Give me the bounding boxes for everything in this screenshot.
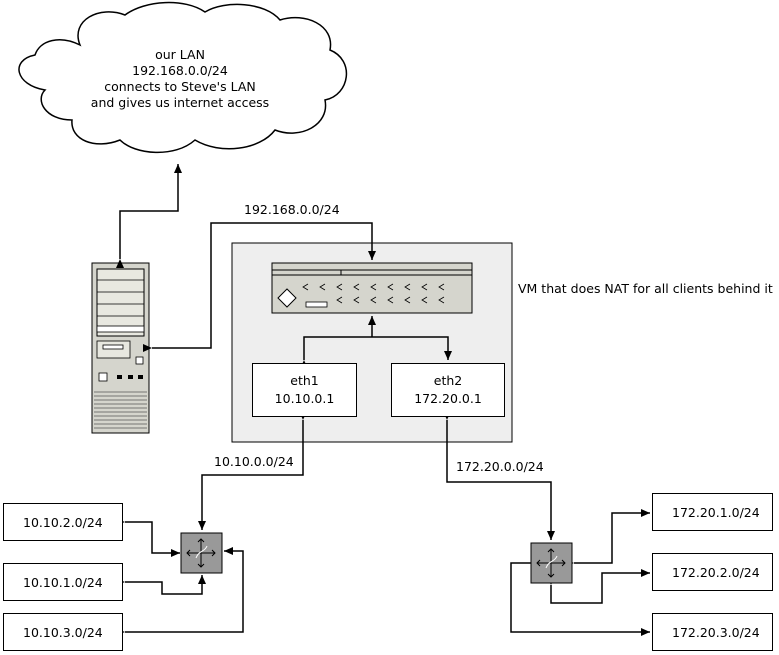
left-network-box: 10.10.2.0/24 — [3, 503, 123, 541]
right-subnet-label: 172.20.0.0/24 — [456, 459, 544, 474]
right-network-box: 172.20.2.0/24 — [652, 553, 773, 591]
connector-lines — [116, 164, 650, 636]
left-network-label: 10.10.1.0/24 — [23, 574, 103, 590]
right-network-box: 172.20.1.0/24 — [652, 493, 773, 531]
right-network-label: 172.20.2.0/24 — [672, 564, 760, 580]
router-device-icon — [271, 262, 473, 314]
right-network-label: 172.20.3.0/24 — [672, 624, 760, 640]
left-network-label: 10.10.2.0/24 — [23, 514, 103, 530]
eth2-ip: 172.20.0.1 — [414, 391, 482, 406]
left-switch-icon — [180, 532, 223, 574]
cloud-line-1: our LAN — [155, 47, 205, 62]
eth2-interface-box: eth2 172.20.0.1 — [391, 363, 505, 417]
eth2-name: eth2 — [433, 373, 463, 388]
eth1-name: eth1 — [290, 373, 319, 388]
left-network-label: 10.10.3.0/24 — [23, 624, 103, 640]
lan-cloud-shape — [18, 1, 347, 154]
eth1-interface-box: eth1 10.10.0.1 — [252, 363, 357, 417]
left-network-box: 10.10.3.0/24 — [3, 613, 123, 651]
right-switch-icon — [530, 542, 573, 584]
eth1-ip: 10.10.0.1 — [274, 391, 335, 406]
cloud-line-2: 192.168.0.0/24 — [132, 63, 228, 78]
left-subnet-label: 10.10.0.0/24 — [214, 454, 294, 469]
upper-subnet-label: 192.168.0.0/24 — [244, 202, 340, 217]
right-network-label: 172.20.1.0/24 — [672, 504, 760, 520]
cloud-label: our LAN 192.168.0.0/24 connects to Steve… — [80, 47, 280, 111]
right-network-box: 172.20.3.0/24 — [652, 613, 773, 651]
cloud-line-4: and gives us internet access — [90, 95, 270, 110]
server-computer-icon — [91, 262, 150, 434]
vm-label: VM that does NAT for all clients behind … — [518, 281, 773, 296]
cloud-line-3: connects to Steve's LAN — [104, 79, 256, 94]
left-network-box: 10.10.1.0/24 — [3, 563, 123, 601]
